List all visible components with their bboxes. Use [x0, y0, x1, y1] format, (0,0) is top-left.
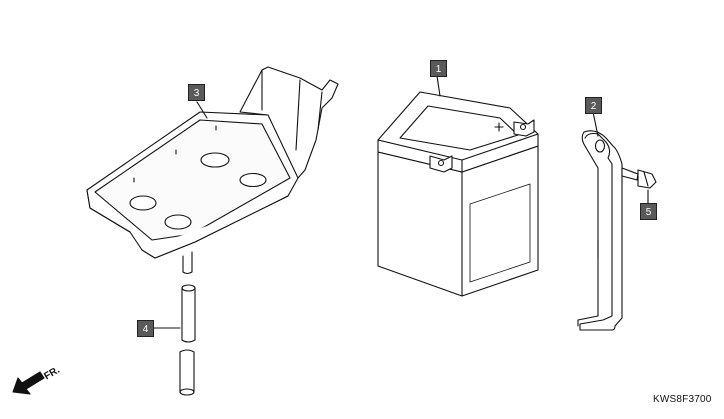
drain-tube: [179, 284, 196, 396]
callout-2: 2: [585, 97, 602, 114]
callout-3: 3: [188, 84, 205, 101]
leader-battery: [436, 75, 441, 97]
front-arrow-icon: [12, 371, 45, 395]
battery-tray: [86, 66, 339, 275]
leader-tray: [196, 101, 208, 119]
callout-4: 4: [137, 320, 154, 337]
battery: [377, 91, 539, 297]
callout-5: 5: [640, 203, 657, 220]
battery-band: [577, 130, 623, 331]
figure-code: KWS8F3700: [653, 394, 712, 405]
bolt: [621, 167, 657, 189]
leader-band: [592, 111, 599, 137]
callout-1: 1: [430, 60, 447, 77]
